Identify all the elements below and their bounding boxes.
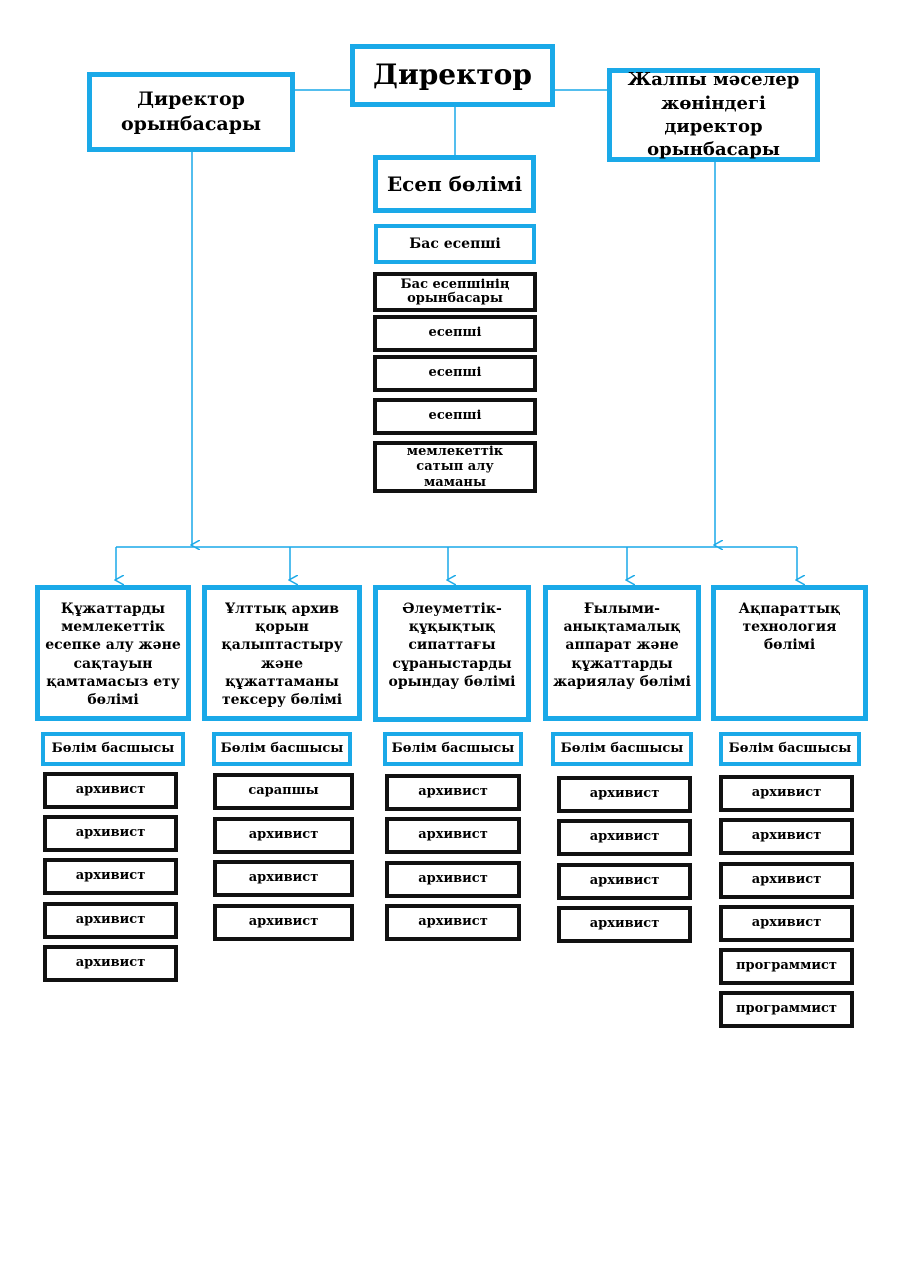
department-head-box: Бөлім басшысы (383, 732, 523, 766)
general-deputy-director-box: Жалпы мәселер жөніндегі директор орынбас… (607, 68, 820, 162)
accounting-staff-box: Бас есепшінің орынбасары (373, 272, 537, 312)
staff-box: архивист (557, 863, 692, 900)
department-box: Ақпараттық технология бөлімі (711, 585, 868, 721)
department-head-box: Бөлім басшысы (41, 732, 185, 766)
staff-box: архивист (213, 860, 354, 897)
staff-box: архивист (385, 817, 521, 854)
staff-box: архивист (557, 776, 692, 813)
staff-box: архивист (719, 905, 854, 942)
department-head-box: Бөлім басшысы (551, 732, 693, 766)
department-box: Ғылыми-анықтамалық аппарат және құжаттар… (543, 585, 701, 721)
accounting-staff-box: мемлекеттік сатып алу маманы (373, 441, 537, 493)
department-box: Құжаттарды мемлекеттік есепке алу және с… (35, 585, 191, 721)
department-box: Әлеуметтік-құқықтық сипаттағы сұраныстар… (373, 585, 531, 722)
accounting-staff-box: есепші (373, 398, 537, 435)
staff-box: архивист (719, 775, 854, 812)
chief-accountant-box: Бас есепші (374, 224, 536, 264)
department-head-box: Бөлім басшысы (212, 732, 352, 766)
accounting-staff-box: есепші (373, 355, 537, 392)
staff-box: архивист (43, 945, 178, 982)
staff-box: архивист (43, 858, 178, 895)
staff-box: архивист (43, 902, 178, 939)
department-head-box: Бөлім басшысы (719, 732, 861, 766)
staff-box: сарапшы (213, 773, 354, 810)
director-box: Директор (350, 44, 555, 107)
staff-box: архивист (213, 817, 354, 854)
staff-box: архивист (719, 818, 854, 855)
staff-box: архивист (213, 904, 354, 941)
accounting-staff-box: есепші (373, 315, 537, 352)
staff-box: архивист (719, 862, 854, 899)
staff-box: программист (719, 948, 854, 985)
staff-box: архивист (43, 815, 178, 852)
deputy-director-box: Директор орынбасары (87, 72, 295, 152)
staff-box: архивист (557, 819, 692, 856)
staff-box: архивист (43, 772, 178, 809)
staff-box: архивист (385, 904, 521, 941)
staff-box: архивист (385, 861, 521, 898)
staff-box: программист (719, 991, 854, 1028)
staff-box: архивист (557, 906, 692, 943)
staff-box: архивист (385, 774, 521, 811)
accounting-dept-box: Есеп бөлімі (373, 155, 536, 213)
department-box: Ұлттық архив қорын қалыптастыру және құж… (202, 585, 362, 721)
